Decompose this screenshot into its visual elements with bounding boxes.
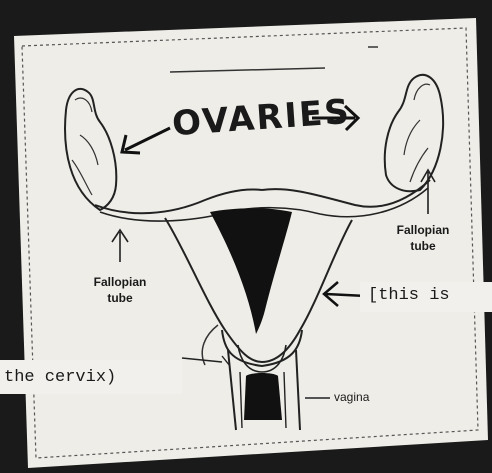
vagina-label: vagina	[334, 390, 369, 404]
fallopian-tube-label-left: Fallopian tube	[80, 274, 160, 306]
fallopian-tube-label-right: Fallopian tube	[378, 222, 468, 254]
cervix-note-line2: the cervix)	[4, 368, 116, 387]
fallopian-left-line1: Fallopian	[80, 274, 160, 290]
vaginal-canal	[244, 373, 282, 420]
fallopian-right-line2: tube	[378, 238, 468, 254]
cervix-note-line1: [this is	[368, 286, 450, 305]
fallopian-left-line2: tube	[80, 290, 160, 306]
fallopian-right-line1: Fallopian	[378, 222, 468, 238]
